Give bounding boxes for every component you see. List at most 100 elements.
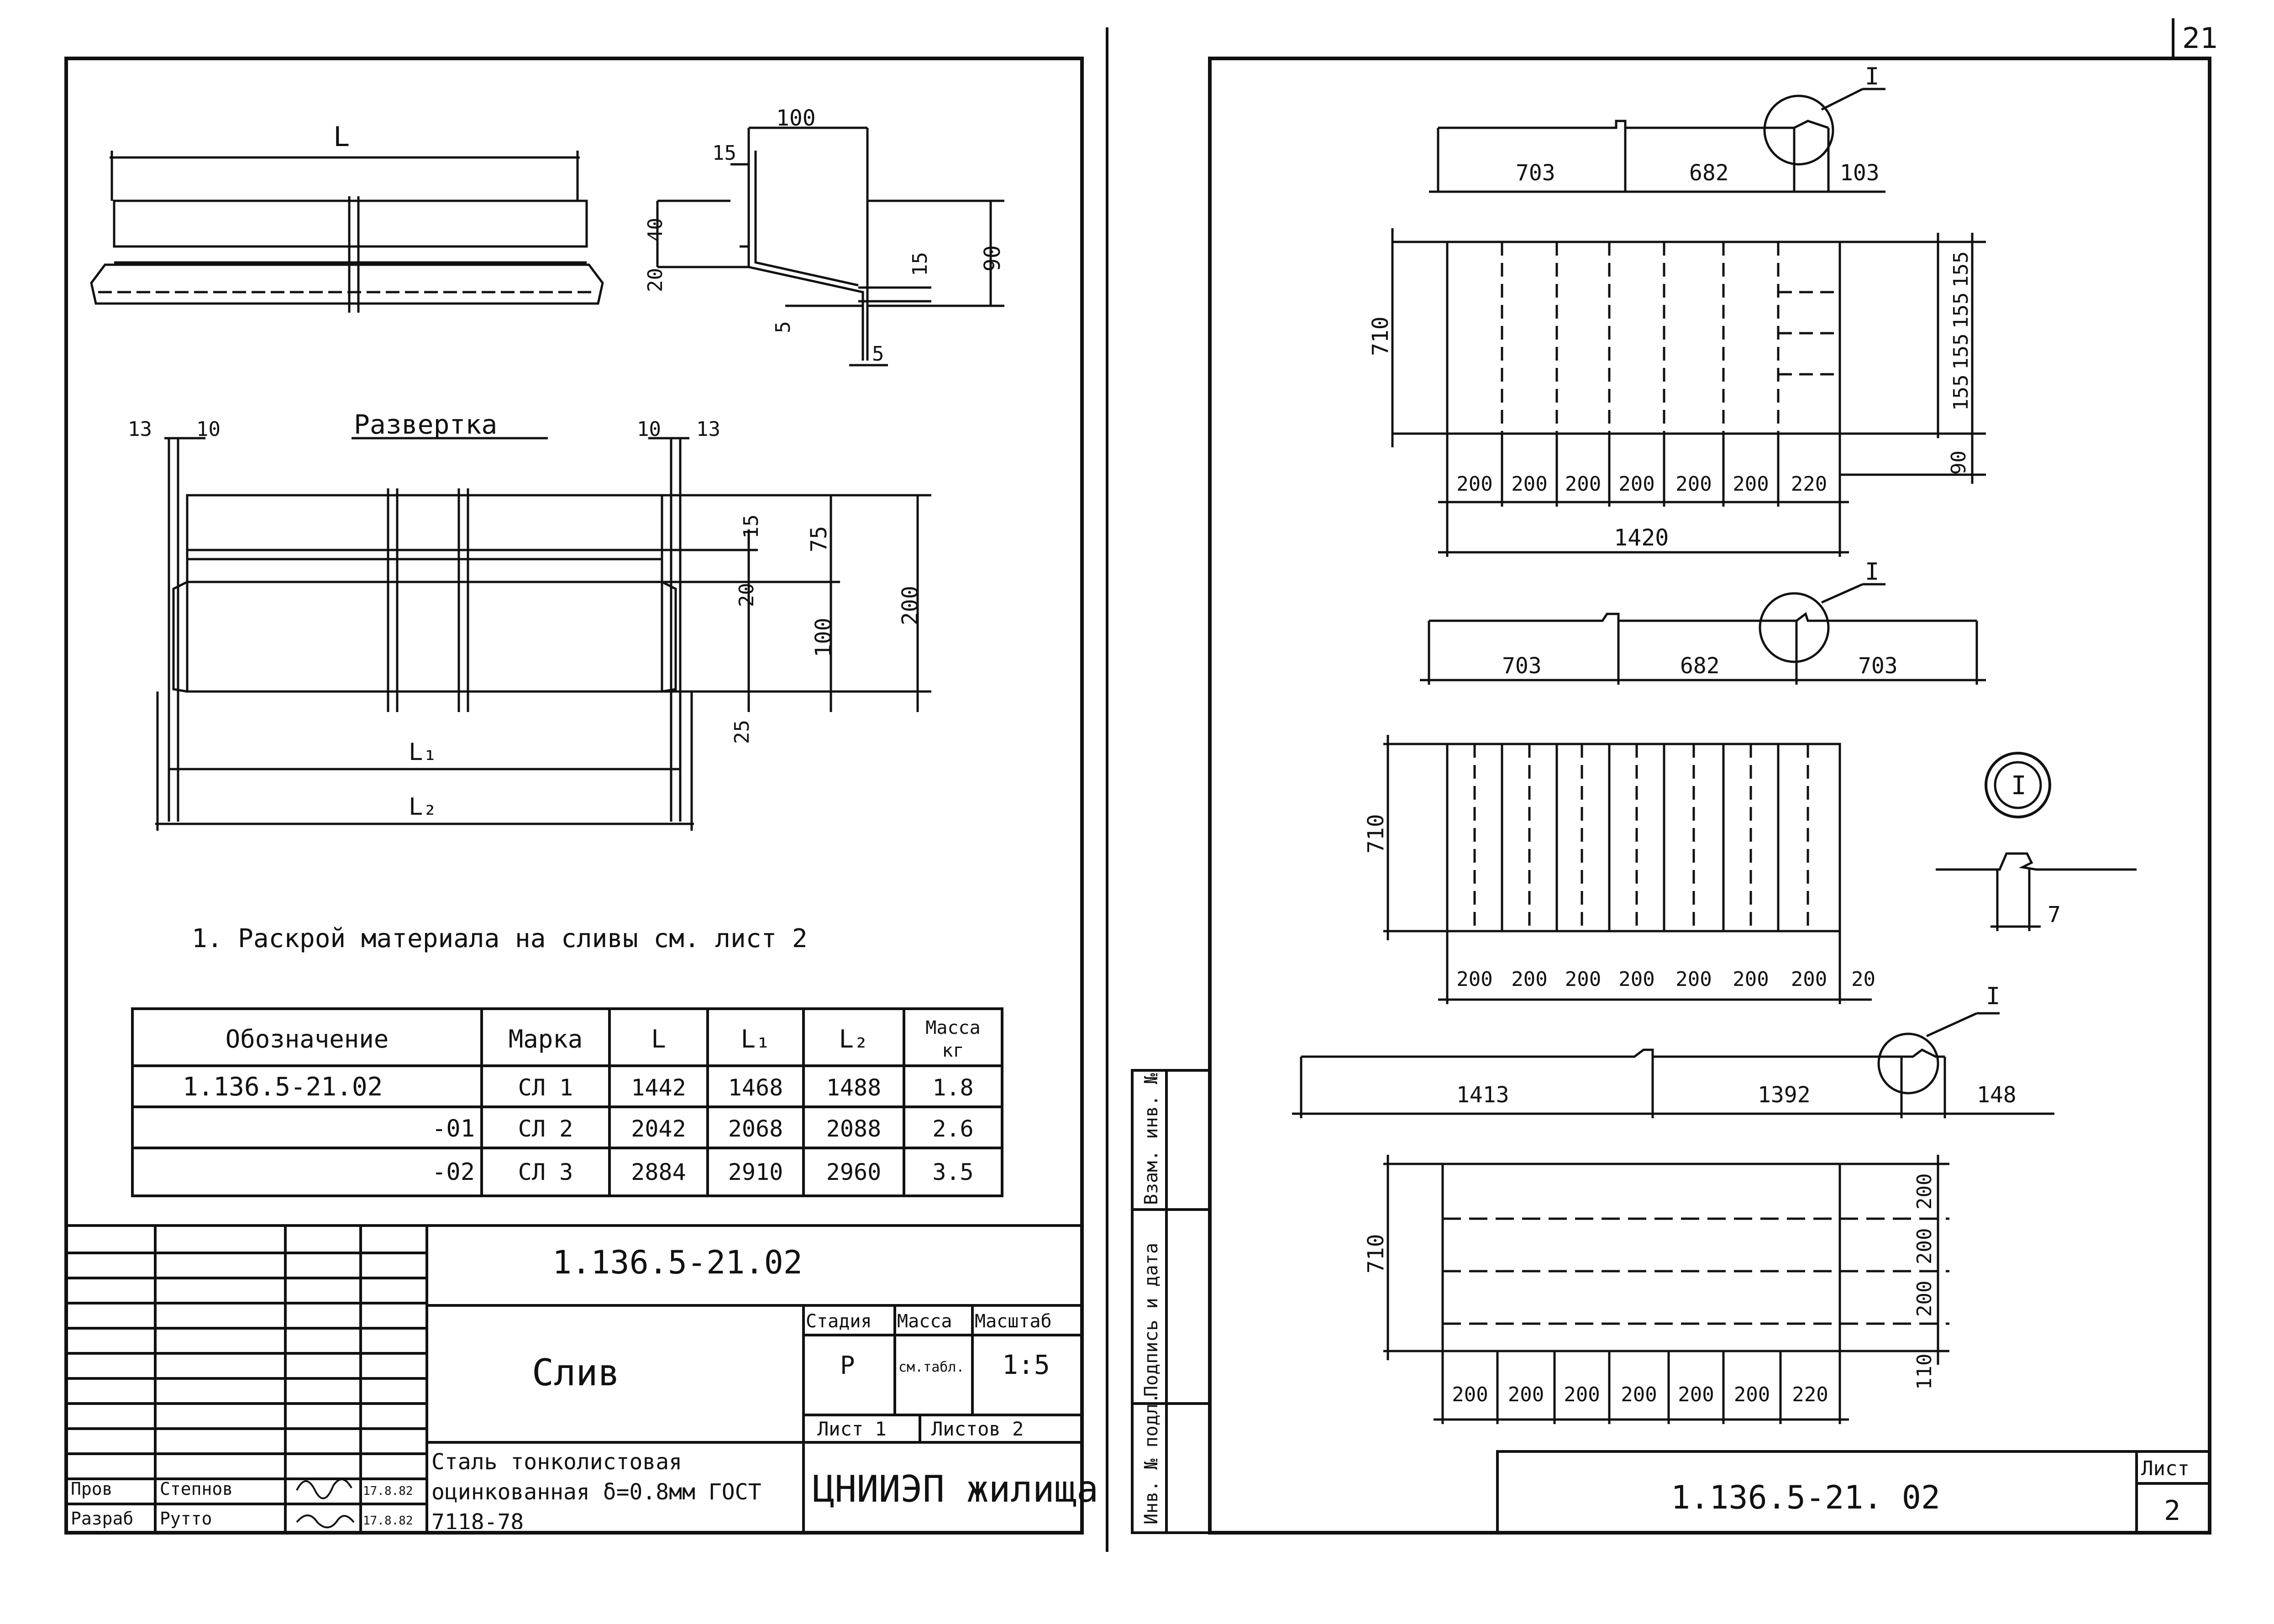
dimension-label: 200 bbox=[1565, 472, 1601, 496]
svg-text:155: 155 bbox=[1949, 251, 1973, 288]
dimension-label: 200 bbox=[1456, 968, 1492, 991]
svg-text:Лист 1: Лист 1 bbox=[817, 1418, 887, 1440]
profile-elevation: L bbox=[90, 121, 604, 313]
dimension-label: 200 bbox=[1733, 472, 1769, 496]
svg-text:I: I bbox=[1865, 558, 1879, 586]
svg-text:40: 40 bbox=[644, 218, 667, 242]
table-cell: 2960 bbox=[826, 1159, 881, 1185]
svg-text:17.8.82: 17.8.82 bbox=[363, 1514, 413, 1528]
table-cell: 1442 bbox=[631, 1074, 686, 1101]
table-cell: 2910 bbox=[728, 1159, 783, 1185]
cutting-note: 1. Раскрой материала на сливы см. лист 2 bbox=[192, 924, 808, 953]
svg-text:200: 200 bbox=[1913, 1228, 1936, 1264]
development-view: Развертка 13 10 10 13 15 75 20 100 25 20… bbox=[128, 409, 931, 831]
table-cell: -01 bbox=[432, 1115, 475, 1142]
svg-text:Разраб: Разраб bbox=[71, 1509, 133, 1529]
right-title-block bbox=[1496, 1450, 2211, 1534]
dimension-label: 200 bbox=[1678, 1383, 1714, 1406]
svg-text:155: 155 bbox=[1949, 375, 1973, 411]
svg-text:20: 20 bbox=[644, 268, 667, 292]
svg-text:Масса: Масса bbox=[897, 1311, 952, 1332]
table-cell: -02 bbox=[432, 1158, 475, 1186]
svg-text:1413: 1413 bbox=[1456, 1082, 1509, 1108]
svg-text:Степнов: Степнов bbox=[160, 1479, 233, 1499]
svg-text:13: 13 bbox=[696, 418, 720, 441]
svg-text:100: 100 bbox=[811, 618, 836, 657]
table-header-cell: L₂ bbox=[839, 1025, 868, 1053]
svg-text:710: 710 bbox=[1368, 316, 1393, 356]
table-cell: СЛ 3 bbox=[518, 1159, 573, 1185]
dimension-label: 220 bbox=[1792, 1383, 1828, 1406]
table-cell: 1.8 bbox=[932, 1074, 973, 1101]
signature-1 bbox=[296, 1478, 352, 1499]
svg-text:148: 148 bbox=[1977, 1082, 2017, 1108]
svg-text:15: 15 bbox=[712, 141, 736, 165]
svg-text:L₁: L₁ bbox=[409, 739, 437, 766]
side-stamp bbox=[1131, 1069, 1211, 1534]
svg-text:1:5: 1:5 bbox=[1002, 1349, 1050, 1380]
svg-text:Инв. № подл.: Инв. № подл. bbox=[1141, 1393, 1162, 1524]
table-cell: СЛ 1 bbox=[518, 1074, 573, 1101]
dimension-label: 200 bbox=[1511, 968, 1547, 991]
svg-text:Рутто: Рутто bbox=[160, 1509, 212, 1529]
dimension-label: 200 bbox=[1511, 472, 1547, 496]
table-header-cell: Масса bbox=[925, 1017, 980, 1038]
cut-sheet-3 bbox=[1383, 1155, 1949, 1424]
signature-2 bbox=[296, 1514, 355, 1529]
table-cell: СЛ 2 bbox=[518, 1116, 573, 1142]
svg-text:Р: Р bbox=[840, 1351, 855, 1380]
svg-text:100: 100 bbox=[776, 105, 816, 131]
svg-text:200: 200 bbox=[1913, 1281, 1936, 1317]
svg-text:20: 20 bbox=[735, 583, 758, 607]
table-header-cell: Марка bbox=[509, 1025, 583, 1053]
svg-text:I: I bbox=[2011, 771, 2027, 801]
svg-text:5: 5 bbox=[872, 342, 884, 366]
dimension-label: 200 bbox=[1791, 968, 1827, 991]
svg-text:710: 710 bbox=[1363, 1234, 1389, 1273]
table-cell: 1468 bbox=[728, 1074, 783, 1101]
table-cell: 2088 bbox=[826, 1116, 881, 1142]
dimension-label: 200 bbox=[1508, 1383, 1544, 1406]
dimension-label: 200 bbox=[1621, 1383, 1657, 1406]
profile-section: 100 15 40 20 15 90 5 5 bbox=[644, 105, 1005, 367]
svg-text:Пров: Пров bbox=[71, 1479, 113, 1499]
left-title-block bbox=[65, 1224, 1083, 1534]
development-title: Развертка bbox=[354, 409, 497, 440]
dimension-label: 200 bbox=[1675, 472, 1712, 496]
table-cell: 3.5 bbox=[932, 1159, 973, 1185]
svg-text:2: 2 bbox=[2164, 1495, 2180, 1527]
svg-text:682: 682 bbox=[1689, 160, 1729, 186]
svg-text:25: 25 bbox=[730, 720, 754, 744]
svg-text:155: 155 bbox=[1949, 293, 1973, 329]
strip-3 bbox=[1292, 1012, 2054, 1118]
dimension-label: 200 bbox=[1565, 968, 1601, 991]
length-label: L bbox=[333, 121, 350, 153]
cut-sheet-2 bbox=[1383, 735, 1872, 1004]
title-name: Слив bbox=[532, 1352, 620, 1394]
svg-text:20: 20 bbox=[1851, 968, 1875, 991]
svg-text:5: 5 bbox=[772, 321, 795, 334]
table-cell: 2042 bbox=[631, 1116, 686, 1142]
svg-text:75: 75 bbox=[806, 526, 832, 552]
svg-text:200: 200 bbox=[898, 586, 923, 625]
svg-text:103: 103 bbox=[1840, 160, 1880, 186]
dimension-label: 200 bbox=[1618, 968, 1654, 991]
table-header-cell: Обозначение bbox=[226, 1025, 389, 1053]
strip-1 bbox=[1429, 88, 1885, 193]
page-number: 21 bbox=[2182, 21, 2218, 55]
svg-text:703: 703 bbox=[1516, 160, 1555, 186]
svg-text:1392: 1392 bbox=[1758, 1082, 1811, 1108]
right-title-code: 1.136.5-21. 02 bbox=[1671, 1479, 1940, 1516]
detail-I bbox=[1936, 752, 2137, 931]
svg-text:L₂: L₂ bbox=[409, 793, 437, 821]
table-cell: 1.136.5-21.02 bbox=[183, 1072, 383, 1102]
svg-text:17.8.82: 17.8.82 bbox=[363, 1484, 413, 1498]
svg-text:15: 15 bbox=[740, 514, 763, 539]
svg-text:7: 7 bbox=[2048, 902, 2061, 927]
svg-text:Взам. инв. №: Взам. инв. № bbox=[1141, 1073, 1162, 1205]
